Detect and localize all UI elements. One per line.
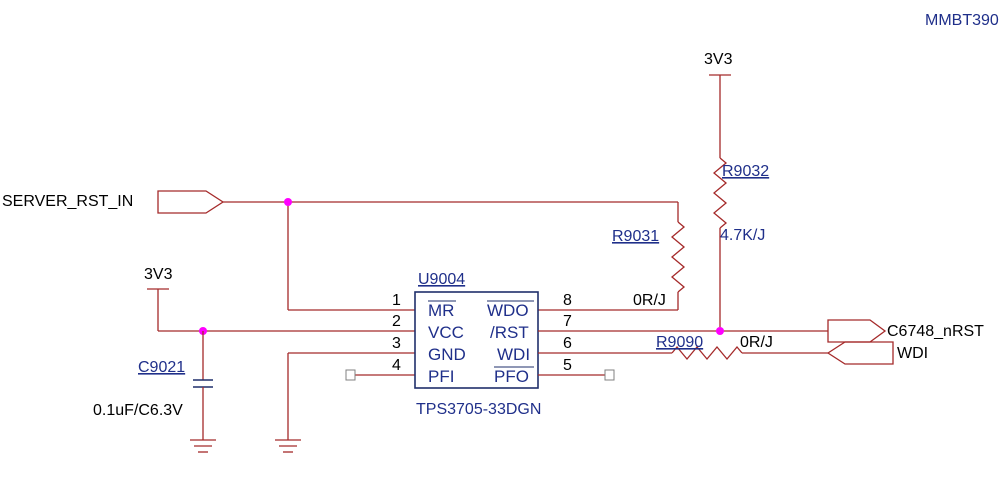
pin-number: 2 xyxy=(392,313,401,330)
transistor-part-label: MMBT390 xyxy=(925,12,999,29)
input-port-flag-wdi xyxy=(826,341,894,365)
capacitor-c9021-value: 0.1uF/C6.3V xyxy=(93,402,183,419)
net-server-rst-in-label: SERVER_RST_IN xyxy=(2,193,133,210)
resistor-r9090-ref: R9090 xyxy=(656,334,703,351)
pin-name-gnd: GND xyxy=(428,345,466,364)
power-3v3-left-label: 3V3 xyxy=(144,266,173,283)
resistor-r9032[interactable]: R9032 4.7K/J xyxy=(712,157,769,331)
junction-dot xyxy=(716,327,724,335)
pin-name-wdi: WDI xyxy=(497,345,530,364)
chip-u9004[interactable]: U9004 TPS3705-33DGN 1 2 3 4 MR VCC GND P… xyxy=(392,271,572,418)
chip-part-number: TPS3705-33DGN xyxy=(416,401,541,418)
pin-number: 3 xyxy=(392,335,401,352)
output-port-flag xyxy=(827,319,887,343)
net-wdi-label: WDI xyxy=(897,345,928,362)
pin-number: 8 xyxy=(563,292,572,309)
pin-number: 4 xyxy=(392,357,401,374)
no-connect-pfo xyxy=(604,369,615,381)
pin-number: 7 xyxy=(563,313,572,330)
resistor-r9031[interactable]: R9031 0R/J xyxy=(538,221,686,311)
resistor-r9031-value: 0R/J xyxy=(633,292,666,309)
net-c6748-nrst: C6748_nRST xyxy=(538,319,984,343)
chip-u9004-body xyxy=(414,291,539,389)
pin-name-wdo: WDO xyxy=(487,301,529,320)
power-3v3-top-label: 3V3 xyxy=(704,51,733,68)
pin-name-mr: MR xyxy=(428,301,454,320)
pin-name-rst: /RST xyxy=(490,323,529,342)
pin-number: 1 xyxy=(392,292,401,309)
junction-dot xyxy=(284,198,292,206)
power-3v3-left: 3V3 xyxy=(144,266,415,335)
ground-chip xyxy=(275,352,415,453)
resistor-r9090-value: 0R/J xyxy=(740,334,773,351)
pin-name-pfi: PFI xyxy=(428,367,454,386)
input-port-flag xyxy=(157,190,225,214)
pin-name-vcc: VCC xyxy=(428,323,464,342)
pin-number: 6 xyxy=(563,335,572,352)
net-c6748-nrst-label: C6748_nRST xyxy=(887,323,984,340)
power-3v3-top: 3V3 xyxy=(704,51,733,158)
pin-name-pfo: PFO xyxy=(494,367,529,386)
capacitor-c9021[interactable]: C9021 0.1uF/C6.3V xyxy=(93,331,216,453)
chip-ref: U9004 xyxy=(418,271,465,288)
resistor-r9090[interactable] xyxy=(671,345,743,361)
net-server-rst-in: SERVER_RST_IN xyxy=(2,190,679,311)
resistor-r9032-value: 4.7K/J xyxy=(720,227,765,244)
no-connect-pfi xyxy=(345,369,356,381)
resistor-r9032-ref: R9032 xyxy=(722,163,769,180)
capacitor-c9021-ref: C9021 xyxy=(138,359,185,376)
net-wdi: WDI R9090 0R/J xyxy=(538,334,928,365)
pin-number: 5 xyxy=(563,357,572,374)
resistor-r9031-ref: R9031 xyxy=(612,228,659,245)
